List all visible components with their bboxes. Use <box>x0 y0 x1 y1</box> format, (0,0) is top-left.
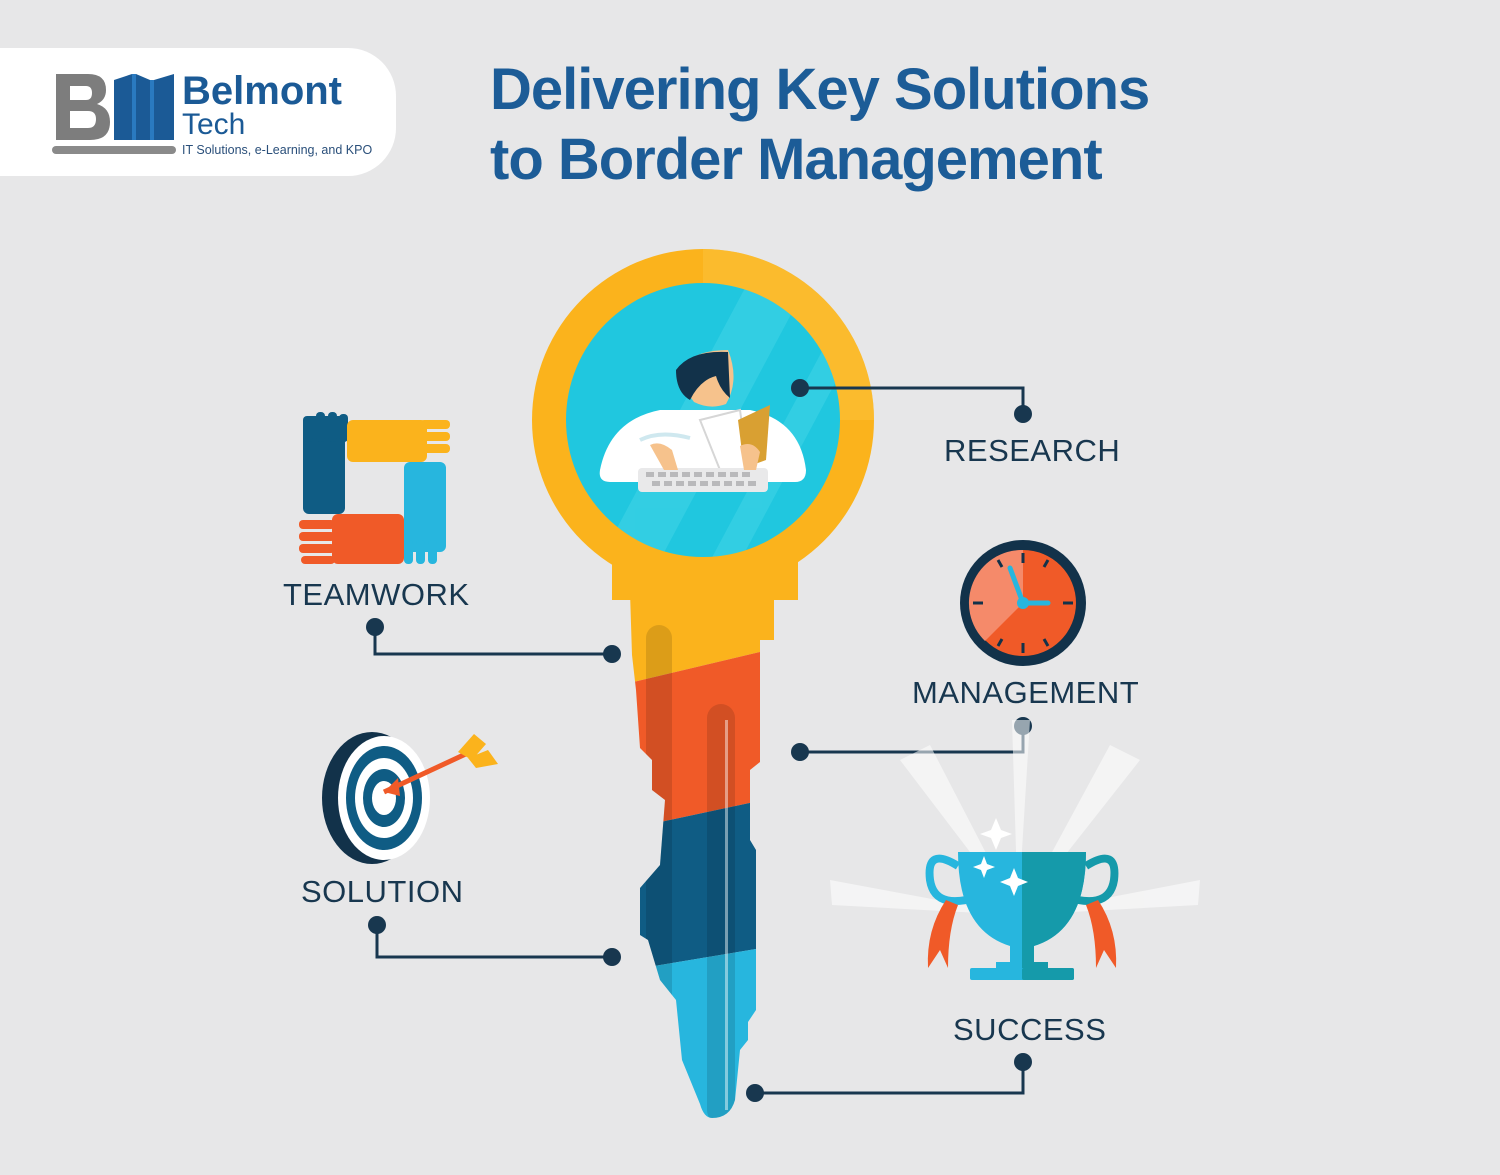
hands-square-icon <box>299 412 450 564</box>
label-research: RESEARCH <box>944 433 1121 468</box>
logo-brand-name-line2: Tech <box>182 108 246 141</box>
connector-teamwork <box>373 627 612 656</box>
belmont-logo-icon <box>56 74 174 140</box>
trophy-icon <box>830 720 1200 980</box>
label-management: MANAGEMENT <box>912 675 1140 710</box>
label-success: SUCCESS <box>953 1012 1107 1047</box>
title-line-1: Delivering Key Solutions <box>490 57 1150 122</box>
connector-management <box>800 726 1025 754</box>
clock-icon <box>960 540 1086 666</box>
logo-underline <box>52 146 176 154</box>
logo-tagline: IT Solutions, e-Learning, and KPO <box>182 143 373 157</box>
person-at-keyboard-icon <box>599 350 806 492</box>
label-solution: SOLUTION <box>301 874 464 909</box>
key-shaft <box>612 560 798 1118</box>
target-arrow-icon <box>322 732 498 864</box>
connector-solution <box>375 925 612 959</box>
connector-success <box>755 1062 1025 1095</box>
page-title: Delivering Key Solutions to Border Manag… <box>490 55 1150 195</box>
title-line-2: to Border Management <box>490 127 1103 192</box>
label-teamwork: TEAMWORK <box>283 577 470 612</box>
logo-brand-name: Belmont <box>182 69 342 113</box>
